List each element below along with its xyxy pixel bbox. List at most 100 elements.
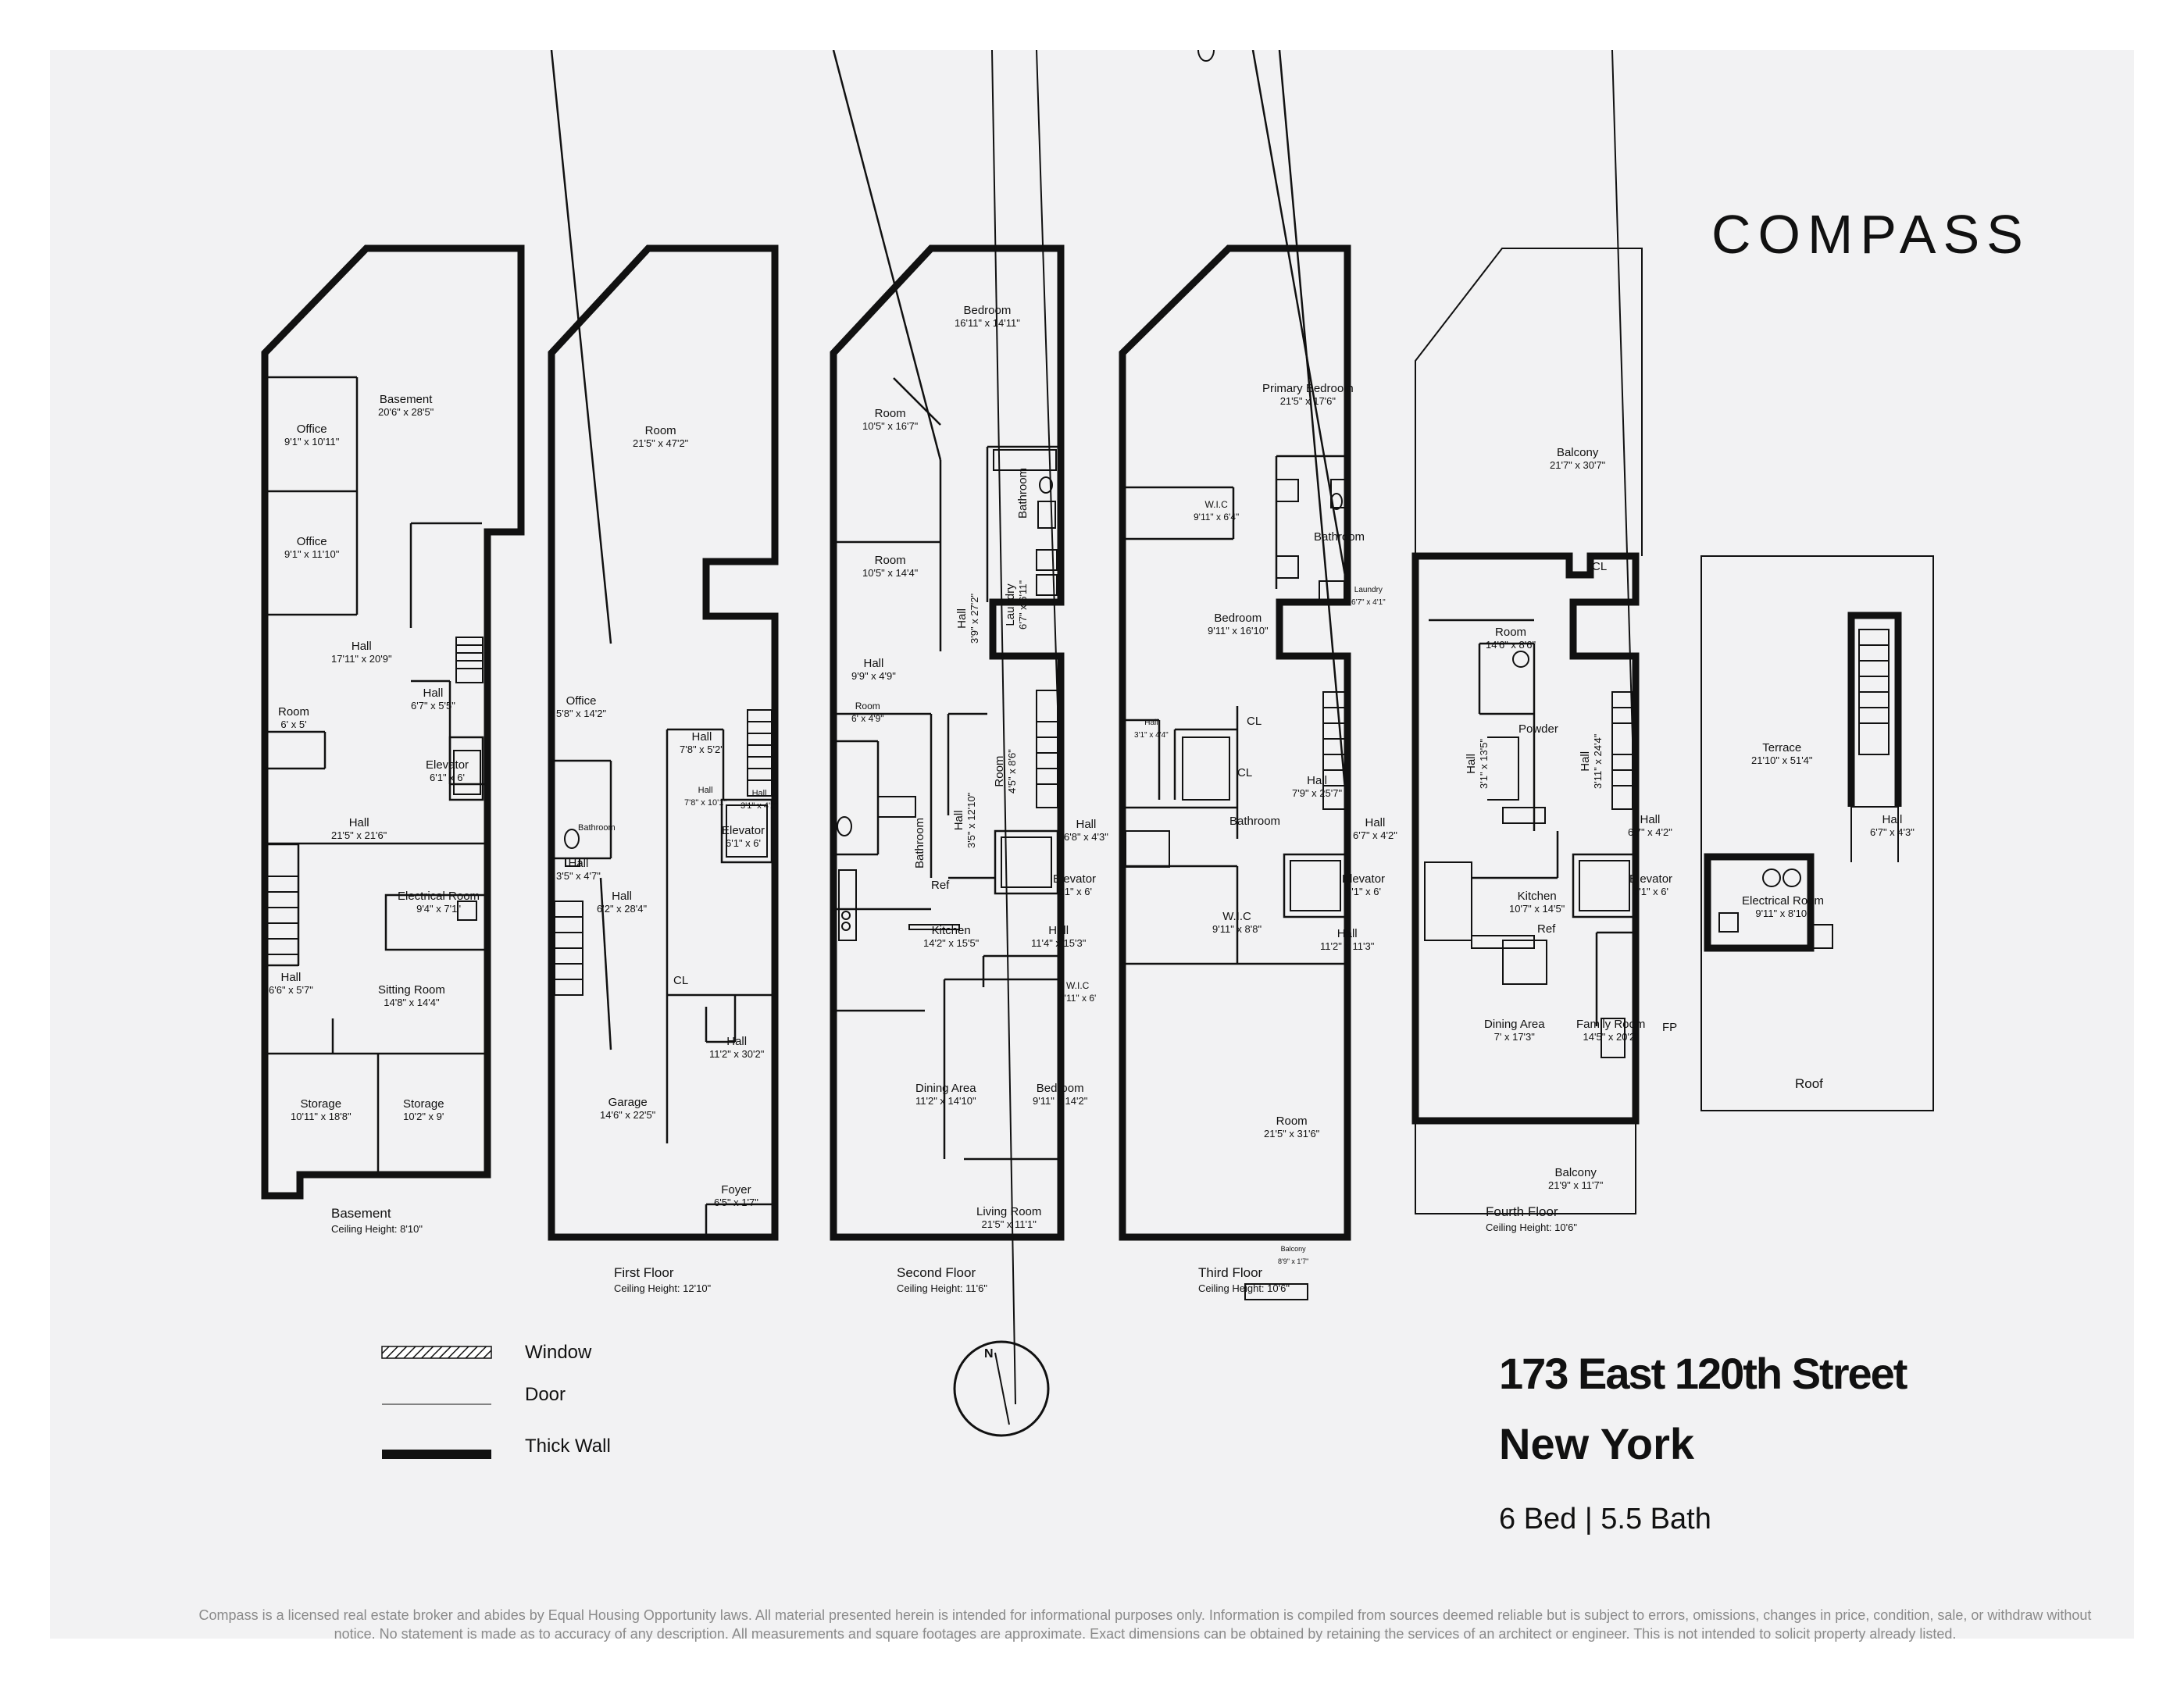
room-label: Bathroom (913, 817, 926, 868)
floor-plan-drawing (261, 50, 1934, 1459)
basement-fixtures (453, 750, 481, 921)
fourth-floor-inner-walls (1429, 619, 1637, 1026)
room-label: FP (1662, 1021, 1678, 1034)
legend-door-label: Door (525, 1384, 566, 1405)
third-floor-fixtures (1125, 50, 1346, 1300)
room-label: Bathroom (1229, 815, 1281, 828)
room-label: Bathroom (1016, 467, 1030, 519)
first-floor-stairs (554, 709, 773, 996)
roof-stair-bulkhead (1847, 612, 1902, 807)
fourth-floor-balconies (1415, 248, 1643, 1214)
roof-electrical-fixtures (1718, 868, 1833, 949)
fourth-floor-fixtures (1424, 50, 1633, 1058)
fourth-floor-outer-wall (1411, 552, 1640, 1125)
room-label: CL (673, 974, 689, 987)
basement-plan (261, 244, 525, 1200)
compass-rose (953, 50, 1050, 1437)
second-floor-inner-walls (832, 50, 1061, 1161)
room-label: Bathroom (1314, 530, 1365, 544)
room-label: Bathroom (578, 823, 616, 833)
compass-logo: COMPASS (1711, 204, 2030, 265)
legend-window-label: Window (525, 1342, 592, 1363)
basement-stairs (266, 637, 484, 966)
room-label: Ref (931, 879, 950, 892)
room-label: Ref (1537, 922, 1556, 936)
listing-beds-baths: 6 Bed | 5.5 Bath (1499, 1503, 1711, 1535)
third-floor-plan (1119, 50, 1351, 1300)
legend-thick-wall-label: Thick Wall (525, 1436, 611, 1457)
legal-disclaimer: Compass is a licensed real estate broker… (198, 1607, 2092, 1642)
listing-city: New York (1499, 1419, 1695, 1468)
room-label: Powder (1518, 722, 1558, 736)
room-label: CL (1237, 766, 1253, 779)
second-floor-plan (830, 50, 1065, 1241)
roof-plan (1700, 555, 1934, 1111)
compass-north-label: N (984, 1347, 994, 1361)
roof-outline (1700, 555, 1934, 1111)
second-floor-fixtures (837, 50, 1058, 941)
room-label: CL (1247, 715, 1262, 728)
listing-address: 173 East 120th Street (1499, 1349, 1907, 1398)
first-floor-outer-wall (548, 244, 779, 1241)
